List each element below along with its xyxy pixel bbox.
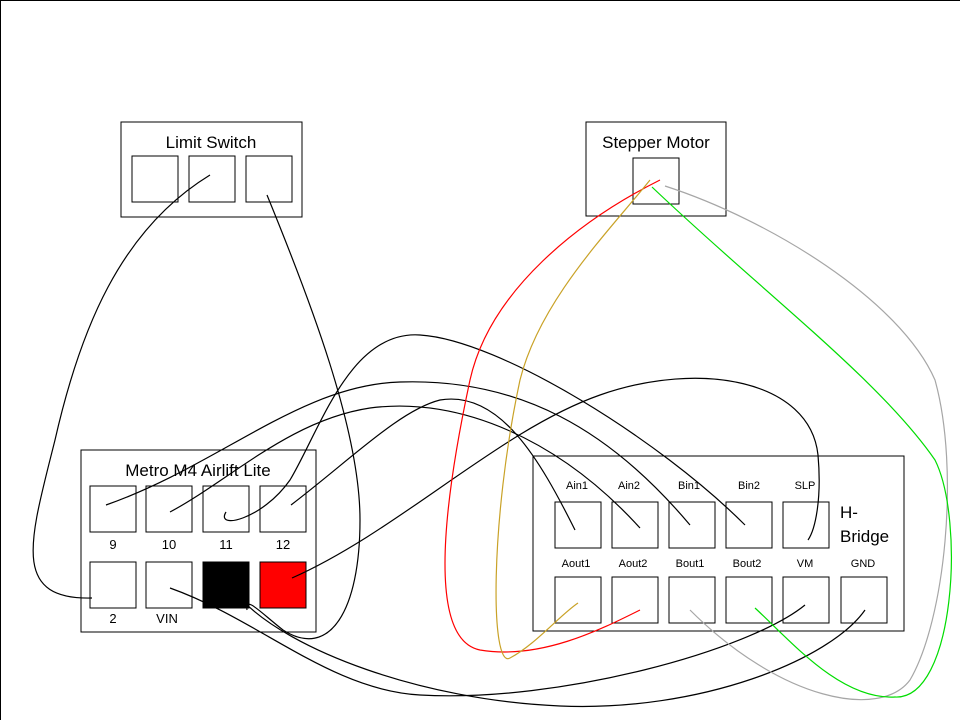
wire-stepper-grey-to-bout1 xyxy=(664,185,949,701)
hb-bin2-label: Bin2 xyxy=(738,480,760,492)
limit-switch-pin-3 xyxy=(245,155,293,203)
limit-switch-pin-1 xyxy=(131,155,179,203)
metro-pin-9 xyxy=(89,485,137,533)
stepper-motor-connector xyxy=(632,157,680,205)
wire-red-pin-to-slp xyxy=(291,377,820,579)
stepper-motor-title: Stepper Motor xyxy=(602,133,710,152)
hb-slp-label: SLP xyxy=(795,480,816,492)
limit-switch-pin-2 xyxy=(188,155,236,203)
hb-pin-ain2 xyxy=(611,501,659,549)
hb-pin-slp xyxy=(782,501,830,549)
hb-vm-label: VM xyxy=(797,558,814,570)
wire-stepper-gold-to-aout1 xyxy=(495,179,651,660)
metro-pin-11 xyxy=(202,485,250,533)
wire-limit-switch-pin-3 xyxy=(246,194,361,640)
h-bridge: H- Bridge Ain1 Ain2 Bin1 Bin2 SLP Aout1 … xyxy=(532,455,905,632)
hb-pin-bin2 xyxy=(725,501,773,549)
hb-gnd-label: GND xyxy=(851,558,876,570)
hb-pin-bout2 xyxy=(725,576,773,624)
hb-pin-gnd xyxy=(840,576,888,624)
metro-pin-ground-black xyxy=(202,561,250,609)
metro-pin-10 xyxy=(145,485,193,533)
metro-pin-10-label: 10 xyxy=(162,537,176,552)
wire-pin-9-to-bin1 xyxy=(105,381,691,526)
hb-bout2-label: Bout2 xyxy=(733,558,762,570)
metro-pin-vin-label: VIN xyxy=(156,611,178,626)
metro-pin-9-label: 9 xyxy=(109,537,116,552)
wire-limit-switch-to-pin-2 xyxy=(32,174,211,599)
wire-pin-11-to-bin2 xyxy=(223,334,746,526)
wire-stepper-green-to-bout2 xyxy=(651,186,952,698)
wire-stepper-red-to-aout2 xyxy=(444,179,661,653)
limit-switch-title: Limit Switch xyxy=(166,133,257,152)
limit-switch: Limit Switch xyxy=(120,121,303,218)
hb-pin-ain1 xyxy=(554,501,602,549)
hb-ain1-label: Ain1 xyxy=(566,480,588,492)
wires xyxy=(32,174,952,708)
metro-pin-11-label: 11 xyxy=(219,537,233,552)
hb-pin-bout1 xyxy=(668,576,716,624)
hb-bin1-label: Bin1 xyxy=(678,480,700,492)
wire-pin-12-to-ain1 xyxy=(290,398,576,531)
stepper-motor: Stepper Motor xyxy=(585,121,727,217)
h-bridge-title-line2: Bridge xyxy=(840,527,889,546)
hb-ain2-label: Ain2 xyxy=(618,480,640,492)
metro-pin-12 xyxy=(259,485,307,533)
metro-pin-vin xyxy=(145,561,193,609)
hb-pin-aout2 xyxy=(611,576,659,624)
metro-pin-12-label: 12 xyxy=(276,537,290,552)
hb-aout1-label: Aout1 xyxy=(562,558,591,570)
metro-board: Metro M4 Airlift Lite 9 10 11 12 2 VIN xyxy=(80,449,317,633)
metro-pin-2-label: 2 xyxy=(109,611,116,626)
metro-title: Metro M4 Airlift Lite xyxy=(125,461,271,480)
metro-pin-power-red xyxy=(259,561,307,609)
metro-pin-2 xyxy=(89,561,137,609)
wire-pin-10-to-ain2 xyxy=(169,405,641,529)
h-bridge-title-line1: H- xyxy=(840,503,858,522)
hb-aout2-label: Aout2 xyxy=(619,558,648,570)
hb-bout1-label: Bout1 xyxy=(676,558,705,570)
